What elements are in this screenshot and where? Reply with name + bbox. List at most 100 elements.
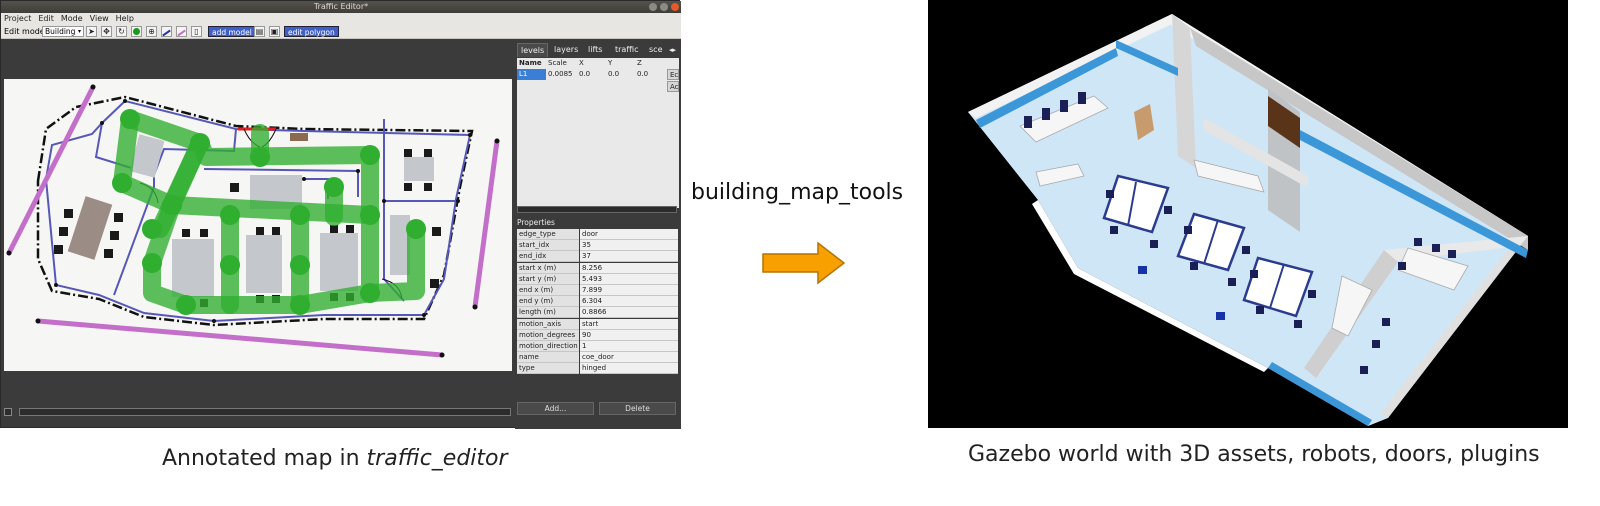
- property-value[interactable]: 6.304: [580, 296, 678, 308]
- measurement-line[interactable]: [472, 138, 500, 310]
- property-value[interactable]: start: [580, 318, 678, 330]
- level-x-cell[interactable]: 0.0: [579, 70, 591, 78]
- add-vertex-icon[interactable]: [131, 26, 142, 37]
- wall-accent: [1116, 40, 1178, 76]
- caption-left: Annotated map in traffic_editor: [162, 446, 508, 471]
- desk: [1035, 163, 1085, 187]
- lane-vertices[interactable]: [112, 109, 426, 315]
- add-floor-icon[interactable]: ▤: [254, 26, 265, 37]
- floor-plan-drawing: [6, 84, 500, 358]
- door: [1268, 96, 1300, 148]
- tab-levels[interactable]: levels: [517, 43, 549, 57]
- menu-project[interactable]: Project: [4, 14, 32, 23]
- level-add-button[interactable]: Ac: [667, 81, 679, 92]
- tab-lifts[interactable]: lifts: [588, 45, 603, 54]
- property-key: start_idx: [517, 240, 579, 252]
- menu-bar: Project Edit Mode View Help: [1, 13, 681, 24]
- level-y-cell[interactable]: 0.0: [608, 70, 620, 78]
- close-icon[interactable]: [671, 3, 679, 11]
- side-panel: levels layers lifts traffic sce ◂▸ Name …: [515, 39, 681, 429]
- maximize-icon[interactable]: [660, 3, 668, 11]
- property-value[interactable]: door: [580, 229, 678, 240]
- col-header-z: Z: [637, 59, 642, 67]
- wall-vertices: [6, 84, 500, 358]
- map-canvas[interactable]: [1, 39, 515, 407]
- menu-edit[interactable]: Edit: [38, 14, 54, 23]
- edit-mode-select[interactable]: Building ▾: [42, 26, 84, 37]
- property-value[interactable]: 5.493: [580, 273, 678, 285]
- select-tool-icon[interactable]: ➤: [86, 26, 97, 37]
- chevron-down-icon: ▾: [77, 28, 81, 35]
- horizontal-scrollbar[interactable]: [19, 408, 511, 416]
- property-value[interactable]: 37: [580, 251, 678, 263]
- wall-outline: [44, 99, 472, 323]
- canvas-corner-box: [4, 408, 12, 416]
- rotate-tool-icon[interactable]: ↻: [116, 26, 127, 37]
- panel-tabs: levels layers lifts traffic sce ◂▸: [515, 43, 681, 57]
- desk: [1193, 159, 1265, 193]
- property-value[interactable]: 1: [580, 341, 678, 352]
- level-scale-cell[interactable]: 0.0085: [548, 70, 573, 78]
- level-z-cell[interactable]: 0.0: [637, 70, 649, 78]
- levels-scrollbar[interactable]: [517, 206, 677, 213]
- property-key: end x (m): [517, 285, 579, 296]
- col-header-name: Name: [519, 59, 542, 67]
- tab-layers[interactable]: layers: [554, 45, 579, 54]
- window-title: Traffic Editor*: [313, 2, 369, 11]
- robot: [1138, 266, 1147, 274]
- measurement-line[interactable]: [35, 318, 445, 358]
- property-key: end_idx: [517, 251, 579, 263]
- property-row: length (m)0.8866: [517, 307, 679, 319]
- cubicles: [1102, 174, 1314, 318]
- tab-traffic[interactable]: traffic: [615, 45, 639, 54]
- property-value[interactable]: hinged: [580, 363, 678, 375]
- menu-view[interactable]: View: [89, 14, 109, 23]
- window-titlebar: Traffic Editor*: [1, 1, 681, 13]
- delete-button[interactable]: Delete: [599, 402, 676, 415]
- level-name-cell[interactable]: L1: [517, 69, 546, 80]
- menu-help[interactable]: Help: [115, 14, 134, 23]
- property-value[interactable]: 90: [580, 329, 678, 341]
- col-header-scale: Scale: [548, 59, 567, 67]
- property-key: start x (m): [517, 262, 579, 274]
- property-value[interactable]: 8.256: [580, 262, 678, 274]
- add-button[interactable]: Add...: [517, 402, 594, 415]
- add-door-icon[interactable]: ▯: [191, 26, 202, 37]
- desk-cluster: [172, 239, 214, 297]
- conference-table: [1019, 95, 1109, 143]
- desk: [1331, 275, 1373, 337]
- caption-left-italic: traffic_editor: [366, 446, 508, 471]
- cabinet: [290, 133, 308, 141]
- edit-polygon-button[interactable]: edit polygon: [284, 26, 339, 37]
- level-edit-button[interactable]: Ec: [667, 69, 679, 80]
- add-measurement-icon[interactable]: [176, 26, 187, 37]
- property-value[interactable]: coe_door: [580, 352, 678, 364]
- tab-scenarios[interactable]: sce: [649, 45, 663, 54]
- wall: [1172, 14, 1196, 168]
- add-wall-icon[interactable]: [161, 26, 172, 37]
- property-key: start y (m): [517, 273, 579, 285]
- col-header-x: X: [579, 59, 584, 67]
- move-tool-icon[interactable]: ✥: [101, 26, 112, 37]
- wall-accent: [976, 48, 1118, 128]
- tab-scroll-icon[interactable]: ◂▸: [669, 46, 677, 54]
- property-value[interactable]: 0.8866: [580, 307, 678, 319]
- measurement-line[interactable]: [6, 84, 96, 256]
- wall: [968, 14, 1180, 118]
- wall: [1190, 28, 1528, 250]
- property-row: end x (m)7.899: [517, 285, 679, 296]
- crosshair-icon[interactable]: ⊕: [146, 26, 157, 37]
- menu-mode[interactable]: Mode: [60, 14, 83, 23]
- property-key: motion_axis: [517, 318, 579, 330]
- add-model-button[interactable]: add model: [208, 26, 256, 37]
- add-hole-icon[interactable]: ▣: [269, 26, 280, 37]
- minimize-icon[interactable]: [649, 3, 657, 11]
- property-value[interactable]: 7.899: [580, 285, 678, 296]
- property-value[interactable]: 35: [580, 240, 678, 252]
- desk-cluster: [246, 235, 282, 293]
- arrow-label: building_map_tools: [691, 180, 904, 205]
